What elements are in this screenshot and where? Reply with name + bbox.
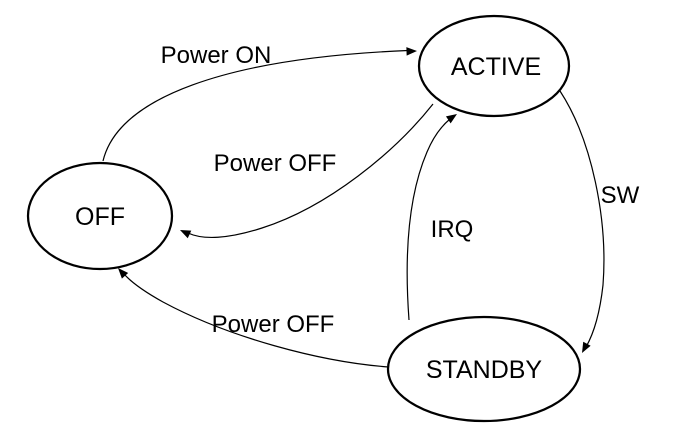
arrowhead-power-off-standby — [118, 268, 129, 279]
state-active-label: ACTIVE — [451, 53, 541, 81]
state-off-label: OFF — [75, 203, 125, 231]
transition-power-off-standby-label: Power OFF — [212, 311, 335, 338]
transition-sw: SW — [559, 90, 640, 353]
transition-power-off-active-curve — [187, 103, 434, 239]
state-standby-label: STANDBY — [426, 356, 543, 384]
transition-power-on-curve — [102, 49, 409, 162]
state-off: OFF — [26, 161, 174, 271]
transition-sw-curve — [559, 90, 605, 348]
arrowhead-sw — [582, 341, 591, 353]
arrowhead-irq — [445, 114, 457, 124]
transition-power-off-standby-curve — [123, 273, 390, 368]
state-active: ACTIVE — [417, 14, 571, 118]
arrowhead-power-on — [406, 47, 417, 56]
transition-power-off-standby: Power OFF — [118, 268, 390, 368]
transition-power-on-label: Power ON — [161, 42, 272, 69]
state-off-ellipse — [26, 161, 174, 271]
state-active-ellipse — [417, 14, 571, 118]
transition-power-off-active: Power OFF — [180, 103, 434, 239]
transition-irq-label: IRQ — [431, 216, 474, 243]
transition-power-on: Power ON — [102, 42, 417, 162]
state-standby-ellipse — [386, 315, 582, 423]
arrowhead-power-off-active — [180, 230, 192, 239]
transition-power-off-active-label: Power OFF — [214, 150, 337, 177]
transition-irq: IRQ — [406, 114, 474, 321]
transition-sw-label: SW — [601, 182, 640, 209]
state-standby: STANDBY — [386, 315, 582, 423]
transition-irq-curve — [406, 118, 451, 321]
